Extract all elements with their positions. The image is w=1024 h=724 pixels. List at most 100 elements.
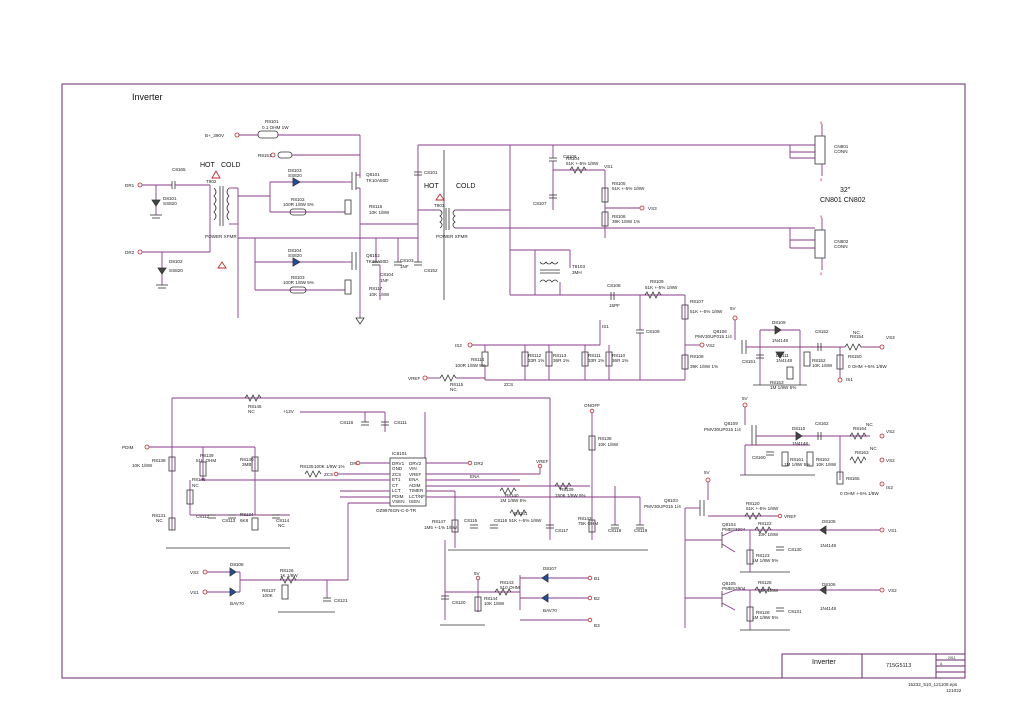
svg-text:5V: 5V [704,470,711,475]
svg-text:R8140: R8140 [505,493,519,498]
svg-text:1M 1/8W 5%: 1M 1/8W 5% [752,615,778,620]
svg-text:SS820: SS820 [288,253,302,258]
svg-text:51K +-5% 1/8W: 51K +-5% 1/8W [566,161,599,166]
svg-text:ZCS: ZCS [392,472,401,477]
svg-text:Q8104: Q8104 [722,522,736,527]
title-block-rev: A [940,662,943,666]
svg-text:C8162: C8162 [815,421,829,426]
svg-text:D8104: D8104 [288,248,302,253]
svg-text:C8113: C8113 [222,518,236,523]
svg-text:OZ9976GN-C-0-TR: OZ9976GN-C-0-TR [376,508,417,513]
dr2-port [137,249,143,255]
svg-text:POWER XFMR: POWER XFMR [205,234,237,239]
svg-text:1M 1/8W 5%: 1M 1/8W 5% [752,558,778,563]
svg-text:100K 1/8W 1%: 100K 1/8W 1% [314,464,345,469]
svg-text:R8107: R8107 [690,299,704,304]
svg-text:5V: 5V [730,306,737,311]
svg-text:ET1: ET1 [392,477,401,482]
svg-text:DR2: DR2 [125,250,135,255]
svg-text:R8128: R8128 [756,610,770,615]
svg-text:C8112: C8112 [196,514,210,519]
svg-text:DR1: DR1 [350,461,360,466]
svg-text:51K OHM: 51K OHM [196,458,216,463]
svg-text:C8103: C8103 [400,258,414,263]
svg-text:NC: NC [156,518,163,523]
svg-text:1K 1/8W: 1K 1/8W [280,573,298,578]
svg-text:10K 1/8W: 10K 1/8W [758,588,779,593]
primary-section: B+_390V R8101 0.1 OHM 1W R8151 DR1 C8165… [125,119,510,325]
svg-text:TIMER: TIMER [409,488,424,493]
svg-text:R8142: R8142 [578,516,592,521]
svg-text:VS2: VS2 [886,458,895,463]
resistor-r8101 [257,130,279,139]
svg-text:R8145: R8145 [248,404,262,409]
svg-text:Q8105: Q8105 [722,581,736,586]
svg-text:ADIM: ADIM [409,483,421,488]
svg-text:R8110: R8110 [612,353,626,358]
svg-text:D8109: D8109 [772,320,786,325]
svg-text:D8106: D8106 [822,582,836,587]
sheet-frame [61,83,966,679]
connector-caption-2: CN801 CN802 [820,197,866,204]
dr1-port [137,182,143,188]
svg-text:C8108: C8108 [607,283,621,288]
svg-text:PDIM: PDIM [122,445,134,450]
svg-text:R8123: R8123 [756,553,770,558]
svg-text:PMBS3904: PMBS3904 [722,527,746,532]
svg-text:D8101: D8101 [163,196,177,201]
svg-text:B3: B3 [594,623,600,628]
svg-text:IS1: IS1 [846,377,853,382]
svg-text:IC8101: IC8101 [392,451,407,456]
svg-text:R8135: R8135 [300,464,314,469]
svg-text:R8108: R8108 [690,354,704,359]
connector-cn801 [814,135,826,165]
svg-text:PMBS3904: PMBS3904 [722,586,746,591]
svg-text:1M 1/8W 5%: 1M 1/8W 5% [784,462,810,467]
svg-text:R8147: R8147 [432,519,446,524]
svg-text:10K 1/8W: 10K 1/8W [598,442,619,447]
svg-text:NC: NC [248,409,255,414]
svg-text:PDIM: PDIM [392,494,404,499]
svg-text:POWER XFMR: POWER XFMR [436,234,468,239]
svg-text:1NF: 1NF [400,264,409,269]
svg-text:1N4148: 1N4148 [792,441,809,446]
svg-text:R8138: R8138 [152,458,166,463]
xfmr2-hot: HOT [424,183,440,190]
svg-text:x: x [820,271,823,276]
svg-text:IS2: IS2 [455,343,462,348]
svg-text:510 OHM: 510 OHM [500,585,520,590]
svg-text:51K +-5% 1/8W: 51K +-5% 1/8W [509,518,542,523]
svg-text:C8104: C8104 [380,272,394,277]
svg-text:1N4148: 1N4148 [776,358,793,363]
svg-text:10K 1/8W: 10K 1/8W [369,210,390,215]
svg-text:D8110: D8110 [792,426,806,431]
svg-text:R8152: R8152 [812,358,826,363]
svg-text:VS3: VS3 [648,206,657,211]
secondary-section: C8106 C8107 R8104 51K +-5% 1/8W VS1 R810… [408,120,895,392]
svg-text:PMV30UP015 1/4: PMV30UP015 1/4 [644,504,681,509]
svg-text:CN802: CN802 [834,239,849,244]
svg-text:B2: B2 [594,596,600,601]
svg-text:R8109: R8109 [650,279,664,284]
svg-text:Q8109: Q8109 [724,421,738,426]
svg-text:100K: 100K [262,593,274,598]
svg-text:5V: 5V [474,571,481,576]
title-block-date: 2011 [948,656,956,660]
svg-text:VS2: VS2 [706,343,715,348]
svg-text:15PF: 15PF [609,303,620,308]
svg-text:D8105: D8105 [822,519,836,524]
svg-text:IS1: IS1 [602,324,609,329]
svg-text:R8104: R8104 [566,156,580,161]
svg-text:R8111: R8111 [588,353,601,358]
svg-text:0.1 OHM 1W: 0.1 OHM 1W [262,125,289,130]
svg-text:Q8106: Q8106 [713,329,727,334]
svg-text:R8106: R8106 [612,214,626,219]
svg-text:C8151: C8151 [742,359,756,364]
svg-text:VS1: VS1 [888,528,897,533]
svg-text:R8162: R8162 [816,457,830,462]
svg-text:D8108: D8108 [230,562,244,567]
svg-text:R8165: R8165 [846,476,860,481]
svg-text:T903: T903 [434,203,445,208]
svg-text:DRV2: DRV2 [409,461,422,466]
